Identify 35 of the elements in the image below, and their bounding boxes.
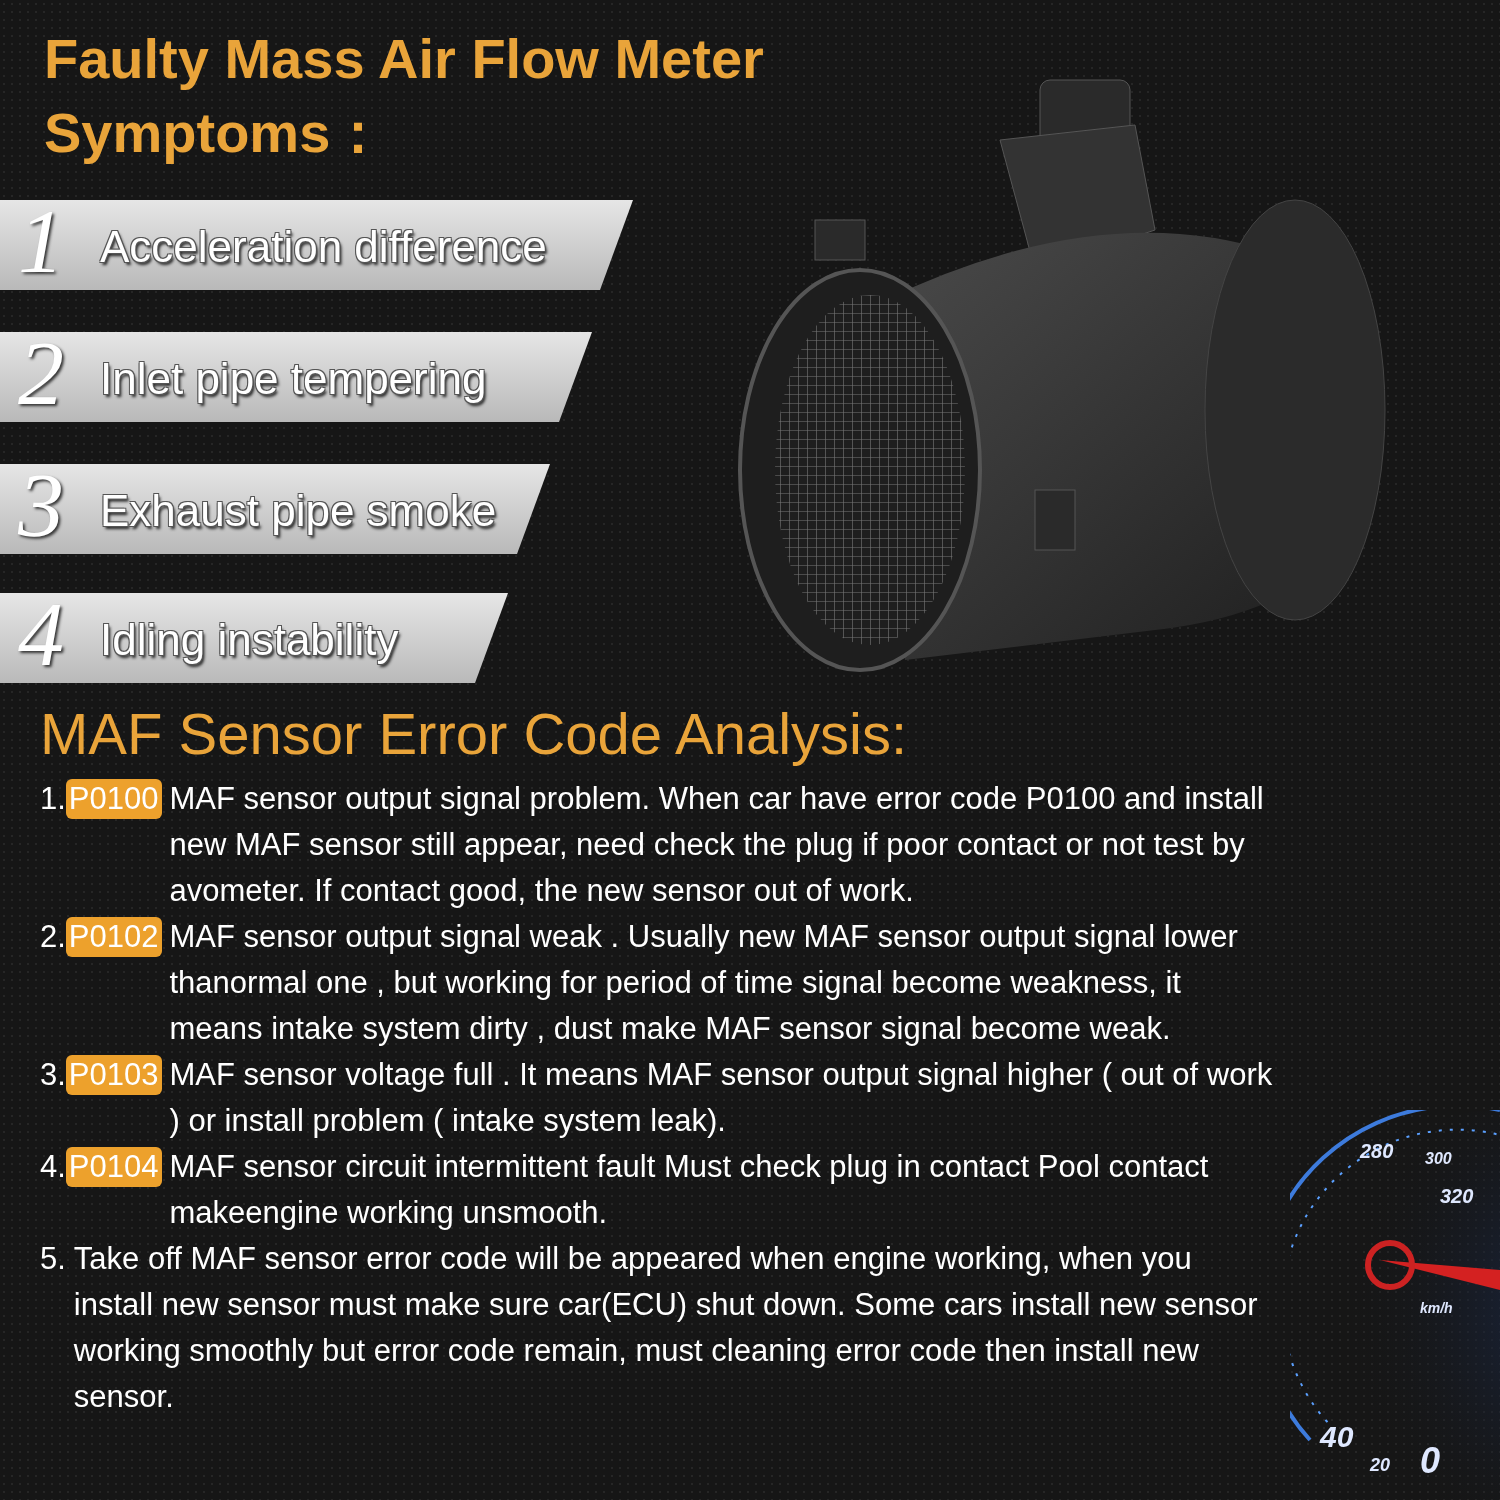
symptom-banner (0, 593, 508, 683)
symptom-number: 1 (18, 189, 64, 294)
symptom-text: Acceleration difference (100, 222, 547, 272)
symptom-number: 2 (18, 321, 64, 426)
gauge-number: 20 (1370, 1455, 1391, 1476)
symptom-banner (0, 200, 633, 290)
item-number: 3. (40, 1056, 66, 1094)
gauge-number: 40 (1320, 1420, 1354, 1454)
symptom-number: 4 (18, 582, 64, 687)
title: Faulty Mass Air Flow Meter Symptoms： (44, 26, 765, 166)
symptom-text: Inlet pipe tempering (100, 354, 487, 404)
symptom-banner (0, 332, 592, 422)
gauge-number: km/h (1420, 1300, 1453, 1316)
gauge-number: 300 (1425, 1150, 1452, 1168)
section-heading: MAF Sensor Error Code Analysis: (40, 700, 908, 767)
item-number: 2. (40, 918, 66, 956)
item-number: 4. (40, 1148, 66, 1186)
symptom-number: 3 (18, 453, 64, 558)
error-code-description: MAF sensor circuit intermittent fault Must check plug in contact Pool contact makeengine working unsmooth. (169, 1148, 1210, 1232)
symptom-banner (0, 464, 550, 554)
error-code-highlight: P0104 (65, 1147, 162, 1187)
gauge-number: 280 (1360, 1140, 1394, 1163)
gauge-number: 0 (1420, 1440, 1441, 1482)
error-code-highlight: P0102 (65, 917, 162, 957)
error-code-description: Take off MAF sensor error code will be appeared when engine working, when you install new sensor must make sure car(ECU) shut down. Some cars install new sensor working smoothly but error code remain, must cleaning error code then install new sensor. (73, 1240, 1259, 1416)
gauge-number: 320 (1440, 1185, 1474, 1208)
item-number: 1. (40, 780, 66, 818)
error-code-description: MAF sensor output signal problem. When car have error code P0100 and install new MAF sensor still appear, need check the plug if poor contact or not test by avometer. If contact good, the new sensor out of work. (169, 780, 1265, 910)
symptom-text: Exhaust pipe smoke (100, 486, 497, 536)
error-code-description: MAF sensor output signal weak . Usually new MAF sensor output signal lower thanormal one , but working for period of time signal become weakness, it means intake system dirty , dust make MAF sensor signal become weak. (169, 918, 1239, 1048)
item-number: 5. (40, 1240, 66, 1278)
symptom-text: Idling instability (100, 615, 399, 665)
error-code-highlight: P0103 (65, 1055, 162, 1095)
error-code-description: MAF sensor voltage full . It means MAF sensor output signal higher ( out of work ) or install problem ( intake system leak). (169, 1056, 1274, 1140)
error-code-highlight: P0100 (65, 779, 162, 819)
